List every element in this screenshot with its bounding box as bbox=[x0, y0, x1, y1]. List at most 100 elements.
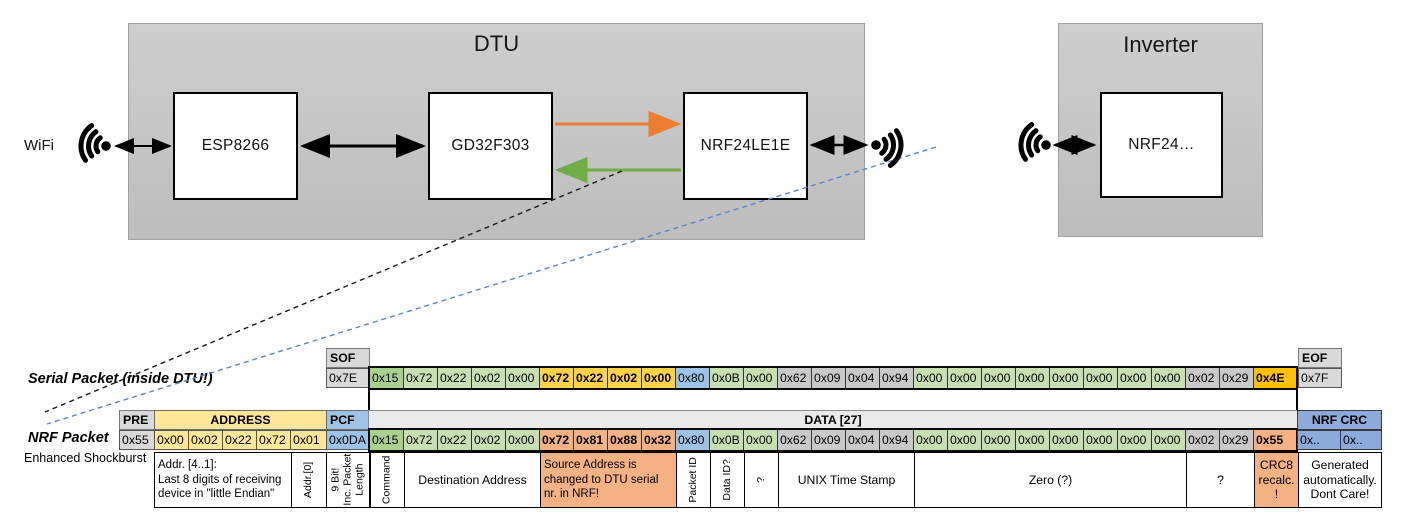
eof-header-cell: EOF bbox=[1298, 348, 1342, 368]
byte-cell: 0x72 bbox=[540, 430, 574, 450]
inverter-title: Inverter bbox=[1123, 32, 1198, 57]
byte-cell: 0x15 bbox=[370, 368, 404, 388]
byte-cell: 0x32 bbox=[642, 430, 676, 450]
byte-cell: 0x09 bbox=[812, 368, 846, 388]
byte-cell: 0x00 bbox=[506, 368, 540, 388]
annotation-addr-0: Addr.[0] bbox=[291, 452, 327, 508]
address-byte-cell: 0x72 bbox=[256, 430, 291, 450]
annotation-unknown-byte: ? bbox=[744, 452, 779, 508]
byte-cell: 0x02 bbox=[472, 368, 506, 388]
nrf-packet-label: NRF Packet bbox=[28, 430, 109, 446]
annotation-text: Zero (?) bbox=[1028, 472, 1073, 487]
pcf-header-cell: PCF bbox=[326, 410, 370, 430]
enhanced-shockburst-label: Enhanced Shockburst bbox=[24, 451, 147, 465]
byte-cell: 0x09 bbox=[812, 430, 846, 450]
chip-nrf24le1e: NRF24LE1E bbox=[683, 92, 808, 200]
byte-cell: 0x00 bbox=[1050, 430, 1084, 450]
byte-cell: 0x72 bbox=[404, 430, 438, 450]
byte-cell: 0x00 bbox=[1118, 430, 1152, 450]
eof-crc-connector-line bbox=[1296, 390, 1298, 410]
address-header-cell: ADDRESS bbox=[154, 410, 327, 430]
address-byte-cell: 0x00 bbox=[154, 430, 189, 450]
pcf-value-cell: 0x0DA bbox=[326, 430, 370, 450]
byte-cell: 0x22 bbox=[438, 430, 472, 450]
dtu-radio-waves-icon bbox=[871, 128, 904, 168]
annotation-crc8-recalc: CRC8 recalc. ! bbox=[1254, 452, 1299, 508]
sof-value-cell: 0x7E bbox=[326, 368, 370, 388]
byte-cell: 0x00 bbox=[506, 430, 540, 450]
wifi-label: WiFi bbox=[24, 137, 54, 154]
sof-pcf-connector-line bbox=[368, 390, 370, 410]
byte-cell: 0x02 bbox=[1186, 430, 1220, 450]
annotation-command: Command bbox=[370, 452, 405, 508]
sof-header-cell: SOF bbox=[326, 348, 370, 368]
nrf-crc-header-cell: NRF CRC bbox=[1297, 410, 1382, 430]
annotation-destination-address: Destination Address bbox=[404, 452, 541, 508]
byte-cell: 0x00 bbox=[1084, 430, 1118, 450]
byte-cell: 0x80 bbox=[676, 368, 710, 388]
byte-cell: 0x02 bbox=[608, 368, 642, 388]
pre-header-cell: PRE bbox=[119, 410, 155, 430]
byte-cell: 0x88 bbox=[608, 430, 642, 450]
byte-cell: 0x72 bbox=[404, 368, 438, 388]
byte-cell: 0x0B bbox=[710, 368, 744, 388]
annotation-text: Packet ID bbox=[686, 457, 699, 503]
byte-cell: 0x81 bbox=[574, 430, 608, 450]
byte-cell: 0x00 bbox=[914, 430, 948, 450]
annotation-unknown-field: ? bbox=[1186, 452, 1255, 508]
data-header-cell: DATA [27] bbox=[368, 410, 1298, 430]
byte-cell: 0x00 bbox=[642, 368, 676, 388]
wifi-waves-icon bbox=[78, 123, 111, 163]
address-byte-cell: 0x22 bbox=[222, 430, 257, 450]
byte-cell: 0x00 bbox=[1016, 368, 1050, 388]
annotation-text: 9 Bit! Inc. Packet Length bbox=[329, 454, 365, 506]
address-byte-cell: 0x01 bbox=[290, 430, 327, 450]
byte-cell: 0x55 bbox=[1254, 430, 1296, 450]
byte-cell: 0x00 bbox=[744, 430, 778, 450]
chip-esp8266: ESP8266 bbox=[173, 92, 298, 200]
byte-cell: 0x29 bbox=[1220, 430, 1254, 450]
serial-packet-label: Serial Packet (inside DTU!) bbox=[28, 371, 213, 387]
nrf-crc-value-cell: 0x.. bbox=[1297, 430, 1341, 450]
byte-cell: 0x00 bbox=[1050, 368, 1084, 388]
pre-value-cell: 0x55 bbox=[119, 430, 155, 450]
annotation-text: ? bbox=[1217, 472, 1224, 487]
byte-cell: 0x62 bbox=[778, 368, 812, 388]
byte-cell: 0x00 bbox=[744, 368, 778, 388]
byte-cell: 0x00 bbox=[1016, 430, 1050, 450]
byte-cell: 0x94 bbox=[880, 368, 914, 388]
byte-cell: 0x02 bbox=[472, 430, 506, 450]
annotation-text: Addr.[0] bbox=[302, 461, 315, 499]
annotation-text: Source Address is changed to DTU serial … bbox=[544, 459, 659, 501]
nrf-crc-value-cell: 0x.. bbox=[1340, 430, 1382, 450]
annotation-text: CRC8 recalc. ! bbox=[1258, 458, 1295, 502]
byte-cell: 0x04 bbox=[846, 430, 880, 450]
annotation-zero: Zero (?) bbox=[914, 452, 1187, 508]
byte-cell: 0x00 bbox=[982, 368, 1016, 388]
annotation-crc-generated: Generated automatically. Dont Care! bbox=[1298, 452, 1382, 508]
byte-cell: 0x02 bbox=[1186, 368, 1220, 388]
address-byte-cell: 0x02 bbox=[188, 430, 223, 450]
byte-cell: 0x22 bbox=[438, 368, 472, 388]
annotation-packet-length: 9 Bit! Inc. Packet Length bbox=[326, 452, 370, 508]
byte-cell: 0x29 bbox=[1220, 368, 1254, 388]
byte-cell: 0x22 bbox=[574, 368, 608, 388]
annotation-unix-time-stamp: UNIX Time Stamp bbox=[778, 452, 915, 508]
annotation-text: Destination Address bbox=[418, 472, 527, 487]
byte-cell: 0x00 bbox=[1152, 368, 1186, 388]
byte-cell: 0x00 bbox=[948, 430, 982, 450]
annotation-text: Addr. [4..1]: Last 8 digits of receiving… bbox=[158, 459, 282, 501]
byte-cell: 0x0B bbox=[710, 430, 744, 450]
chip-inverter-nrf24: NRF24… bbox=[1100, 92, 1223, 198]
byte-cell: 0x00 bbox=[1084, 368, 1118, 388]
annotation-text: Data ID? bbox=[720, 459, 733, 501]
byte-cell: 0x00 bbox=[1118, 368, 1152, 388]
byte-cell: 0x00 bbox=[914, 368, 948, 388]
byte-cell: 0x00 bbox=[948, 368, 982, 388]
byte-cell: 0x15 bbox=[370, 430, 404, 450]
annotation-packet-id: Packet ID bbox=[676, 452, 711, 508]
byte-cell: 0x4E bbox=[1254, 368, 1296, 388]
